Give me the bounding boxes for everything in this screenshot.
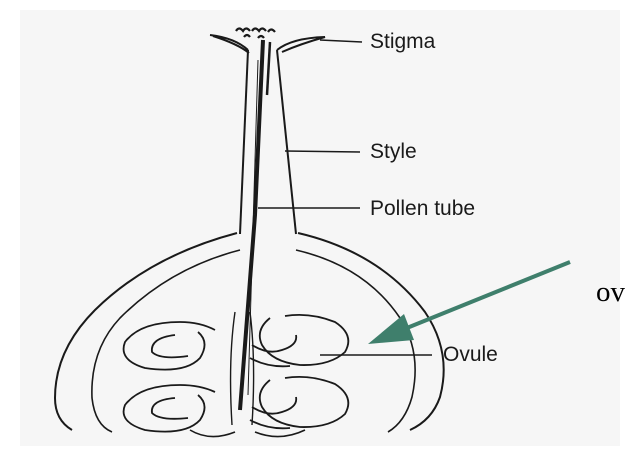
- stigma-label: Stigma: [370, 31, 435, 52]
- pollen-tube-label: Pollen tube: [370, 198, 475, 219]
- diagram-panel: [20, 10, 620, 446]
- ovary-label-partial: ov: [596, 278, 625, 307]
- ovule-label: Ovule: [443, 344, 498, 365]
- style-leader: [285, 151, 360, 152]
- style-label: Style: [370, 141, 417, 162]
